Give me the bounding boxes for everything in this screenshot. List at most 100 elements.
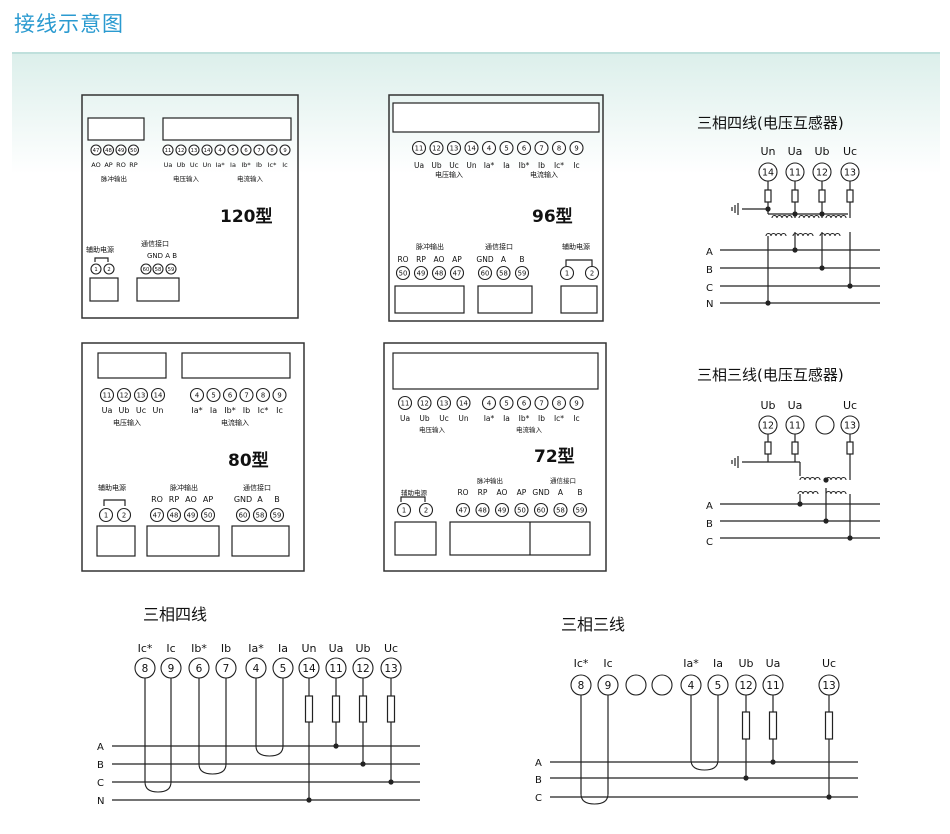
m72-term-circle bbox=[397, 395, 413, 411]
meter-96-current-label: 电流输入 bbox=[530, 170, 558, 179]
pt4-secondary-coil bbox=[798, 214, 820, 219]
m96-comm-pin: B bbox=[519, 255, 524, 264]
b4-terminal-number: 9 bbox=[168, 663, 175, 675]
m120-term-label: AP bbox=[104, 161, 112, 169]
m120-comm-circle bbox=[165, 263, 177, 275]
pt4-terminal-label: Ub bbox=[814, 145, 829, 158]
m120-comm-pins: GND A B bbox=[147, 252, 177, 260]
m120-term-circle bbox=[188, 144, 200, 156]
pt4-secondary-coil bbox=[771, 214, 793, 219]
m96-pulse-term-circle bbox=[413, 265, 429, 281]
b4-terminal-label: Ub bbox=[355, 642, 370, 655]
m72-term-number: 13 bbox=[440, 400, 449, 408]
m96-term-circle bbox=[411, 140, 427, 156]
pt4-phase-a: A bbox=[706, 247, 713, 258]
junction-dot bbox=[819, 211, 825, 217]
m96-term-number: 11 bbox=[415, 145, 424, 153]
m80-comm-term-number: 59 bbox=[273, 512, 282, 520]
m120-term-number: 9 bbox=[283, 148, 286, 154]
m72-pin-term-circle bbox=[494, 502, 510, 518]
fuse bbox=[846, 189, 854, 203]
m120-term-number: 12 bbox=[178, 148, 185, 154]
b4-terminal-label: Ib bbox=[221, 642, 231, 655]
b3-terminal-number: 5 bbox=[715, 680, 722, 692]
b3-ct-a bbox=[690, 759, 719, 771]
b3-ct-c bbox=[580, 793, 609, 805]
pt3-secondary-coil bbox=[799, 476, 821, 481]
b4-terminal-number: 11 bbox=[329, 663, 342, 675]
b4-terminal-label: Ia* bbox=[248, 642, 264, 655]
m96-comm-term-number: 58 bbox=[499, 270, 508, 278]
m80-term-number: 8 bbox=[261, 392, 265, 400]
m120-comm-number: 58 bbox=[155, 267, 162, 273]
m72-term-circle bbox=[551, 395, 567, 411]
pt3-secondary-coil bbox=[825, 476, 847, 481]
b3-terminal-label: Ua bbox=[766, 657, 781, 670]
b3-terminal-number: 12 bbox=[739, 680, 752, 692]
m80-pulse-pin: AO bbox=[185, 495, 197, 504]
m96-term-label: Ib bbox=[538, 161, 545, 170]
m80-term-label: Ic* bbox=[258, 406, 269, 415]
fuse bbox=[304, 695, 314, 723]
m80-comm-term-circle bbox=[235, 507, 251, 523]
meter-96-voltage-label: 电压输入 bbox=[435, 170, 463, 179]
meter-96-model: 96型 bbox=[532, 206, 573, 227]
m80-pulse-term-number: 48 bbox=[170, 512, 179, 520]
b4-terminal-label: Un bbox=[301, 642, 316, 655]
m96-term-number: 7 bbox=[539, 145, 543, 153]
meter-96-pulse-label: 脉冲输出 bbox=[416, 242, 444, 251]
m72-term-circle bbox=[481, 395, 497, 411]
b4-terminal-number: 13 bbox=[384, 663, 397, 675]
m120-term-circle bbox=[115, 144, 127, 156]
m120-comm-circle bbox=[140, 263, 152, 275]
m96-term-label: Ib* bbox=[519, 161, 530, 170]
meter-96-comm-block bbox=[477, 285, 533, 314]
m80-term-label: Ia* bbox=[191, 406, 202, 415]
m80-pulse-term-number: 50 bbox=[204, 512, 213, 520]
junction-dot bbox=[792, 211, 798, 217]
pt4-terminal-number: 11 bbox=[789, 168, 801, 179]
m96-comm-term-circle bbox=[514, 265, 530, 281]
meter-72-voltage-label: 电压输入 bbox=[419, 425, 446, 434]
m120-term-circle bbox=[227, 144, 239, 156]
m72-term-label: Ic* bbox=[554, 414, 564, 423]
m72-term-label: Uc bbox=[439, 414, 449, 423]
wire bbox=[565, 259, 593, 266]
b3-phase-b: B bbox=[535, 775, 542, 786]
m120-term-number: 7 bbox=[257, 148, 260, 154]
m72-pin-term-circle bbox=[553, 502, 568, 518]
m80-term-circle bbox=[133, 387, 149, 403]
header-divider bbox=[12, 52, 940, 54]
junction-dot bbox=[765, 206, 771, 212]
pt3-terminal-label: Ua bbox=[788, 399, 803, 412]
m120-term-circle bbox=[201, 144, 213, 156]
m96-term-label: Uc bbox=[449, 161, 459, 170]
meter-80-panel bbox=[81, 342, 305, 572]
junction-dot bbox=[765, 300, 771, 306]
m72-pin-term-circle bbox=[475, 502, 490, 518]
m120-term-label: Ia bbox=[230, 161, 236, 169]
b4-phase-a: A bbox=[97, 742, 104, 753]
m80-pulse-term-circle bbox=[149, 507, 165, 523]
m120-term-number: 5 bbox=[231, 148, 234, 154]
m120-comm-number: 60 bbox=[143, 267, 150, 273]
m120-term-label: RO bbox=[116, 161, 126, 169]
m120-term-label: AO bbox=[91, 161, 100, 169]
m80-term-number: 9 bbox=[277, 392, 281, 400]
m96-term-label: Ua bbox=[414, 161, 424, 170]
fuse bbox=[386, 695, 396, 723]
m120-comm-number: 59 bbox=[168, 267, 175, 273]
b4-terminal-label: Ua bbox=[329, 642, 344, 655]
meter-120-aux-label: 辅助电源 bbox=[86, 245, 114, 254]
wire bbox=[103, 499, 126, 506]
pt3-primary-coil bbox=[797, 490, 819, 495]
b3-terminal-label: Ic* bbox=[574, 657, 589, 670]
b4-terminal-number: 12 bbox=[356, 663, 369, 675]
fuse bbox=[846, 441, 854, 455]
meter-72-comm-label: 通信接口 bbox=[550, 476, 576, 485]
pt3-phase-b: B bbox=[706, 519, 713, 530]
m96-term-number: 14 bbox=[467, 145, 476, 153]
b4-terminal-number: 8 bbox=[142, 663, 149, 675]
m96-term-label: Un bbox=[466, 161, 476, 170]
m96-term-number: 4 bbox=[487, 145, 491, 153]
